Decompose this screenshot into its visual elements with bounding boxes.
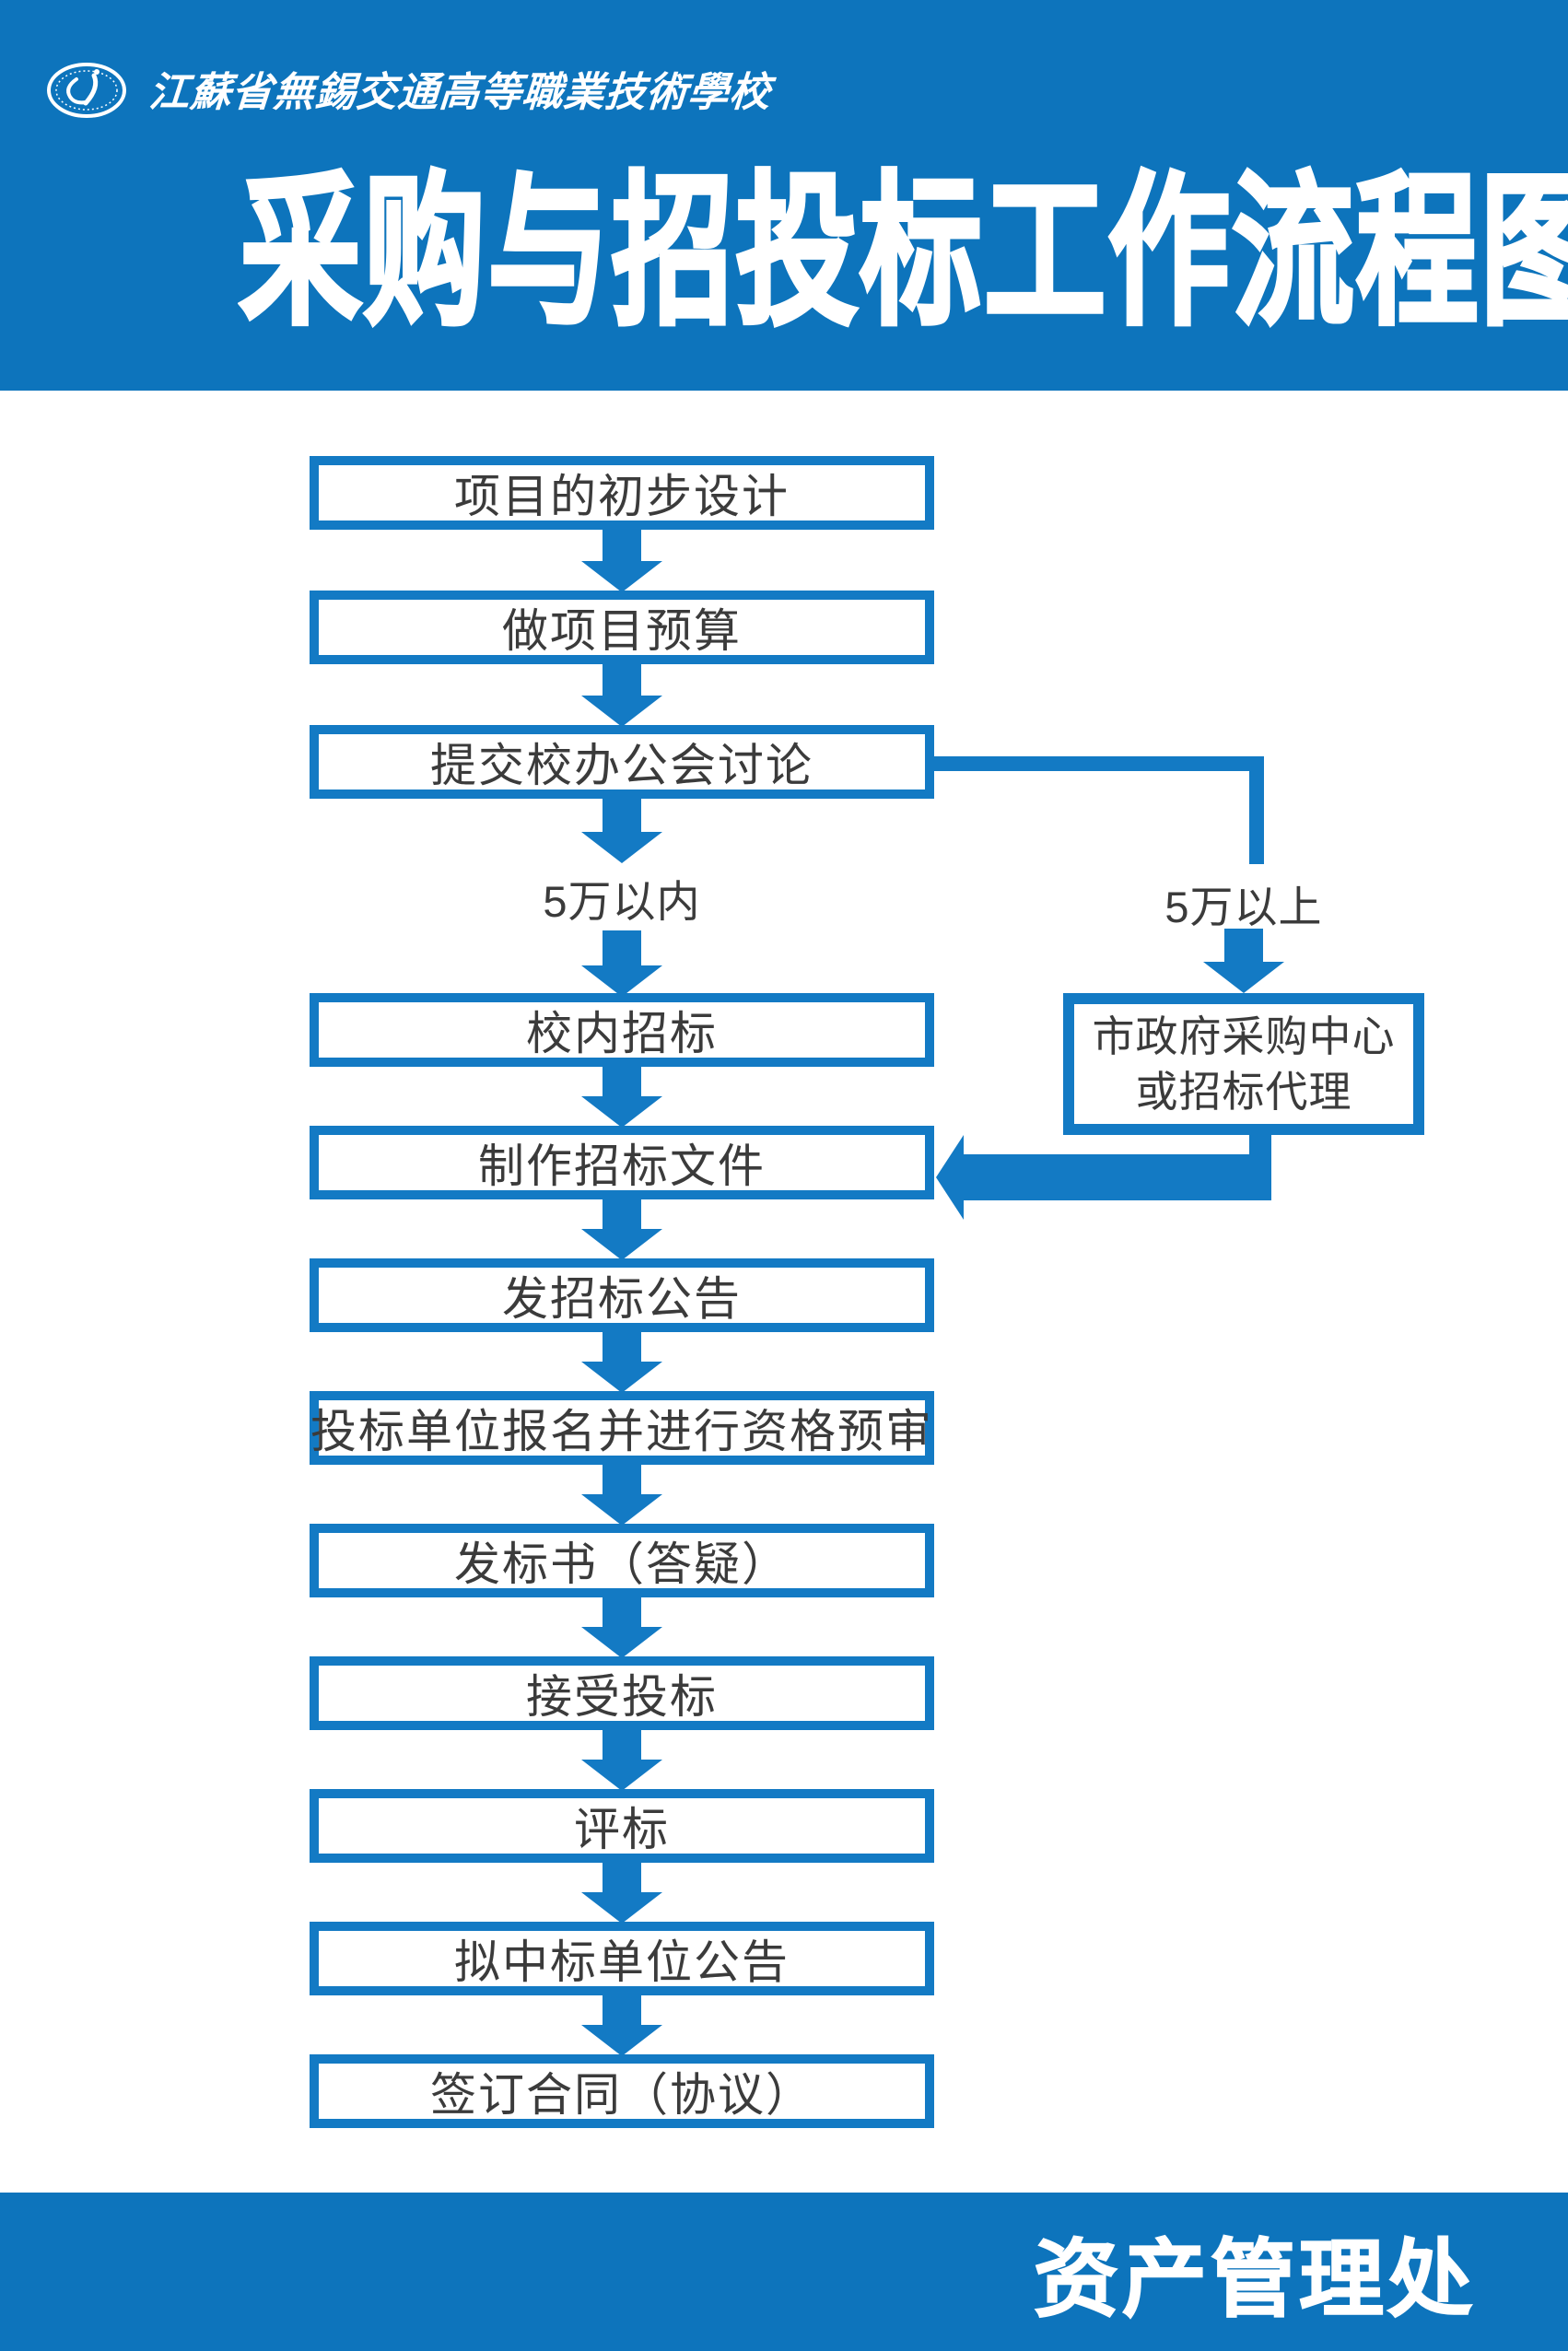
branch-label-under-50k: 5万以内 <box>543 876 701 926</box>
down-arrow-2 <box>581 662 662 727</box>
school-seal-logo-icon <box>47 63 126 118</box>
footer-banner: 资产管理处 <box>0 2193 1568 2351</box>
flow-step-10: 评标 <box>310 1789 934 1863</box>
down-arrow-5 <box>581 1065 662 1128</box>
branch-right-connector-line <box>934 756 1264 864</box>
left-arrow-sidebox-to-step5 <box>936 1133 1271 1220</box>
flow-sidebox-gov-procurement: 市政府采购中心 或招标代理 <box>1063 993 1424 1135</box>
flow-step-9: 接受投标 <box>310 1656 934 1730</box>
down-arrow-7 <box>581 1330 662 1393</box>
footer-department: 资产管理处 <box>1033 2232 1476 2328</box>
flow-step-6: 发招标公告 <box>310 1258 934 1332</box>
flow-step-8: 发标书（答疑） <box>310 1524 934 1597</box>
flow-step-1: 项目的初步设计 <box>310 456 934 530</box>
flow-step-3: 提交校办公会讨论 <box>310 725 934 799</box>
down-arrow-1 <box>581 528 662 592</box>
down-arrow-right-branch <box>1203 929 1284 993</box>
down-arrow-8 <box>581 1463 662 1526</box>
flow-step-4: 校内招标 <box>310 993 934 1067</box>
down-arrow-4 <box>581 930 662 997</box>
flow-step-7: 投标单位报名并进行资格预审 <box>310 1391 934 1465</box>
flow-step-5: 制作招标文件 <box>310 1126 934 1199</box>
down-arrow-11 <box>581 1861 662 1924</box>
page-title: 采购与招投标工作流程图 <box>238 159 1568 346</box>
flow-step-11: 拟中标单位公告 <box>310 1922 934 1995</box>
down-arrow-12 <box>581 1994 662 2056</box>
sidebox-line2: 或招标代理 <box>1135 1068 1352 1116</box>
down-arrow-9 <box>581 1596 662 1658</box>
flow-step-12: 签订合同（协议） <box>310 2054 934 2128</box>
down-arrow-6 <box>581 1198 662 1260</box>
header-banner: 江蘇省無錫交通高等職業技術學校 采购与招投标工作流程图 <box>0 0 1568 391</box>
branch-label-over-50k: 5万以上 <box>1164 882 1323 931</box>
sidebox-line1: 市政府采购中心 <box>1092 1012 1396 1060</box>
down-arrow-10 <box>581 1728 662 1791</box>
flow-step-2: 做项目预算 <box>310 591 934 664</box>
down-arrow-3 <box>581 797 662 863</box>
